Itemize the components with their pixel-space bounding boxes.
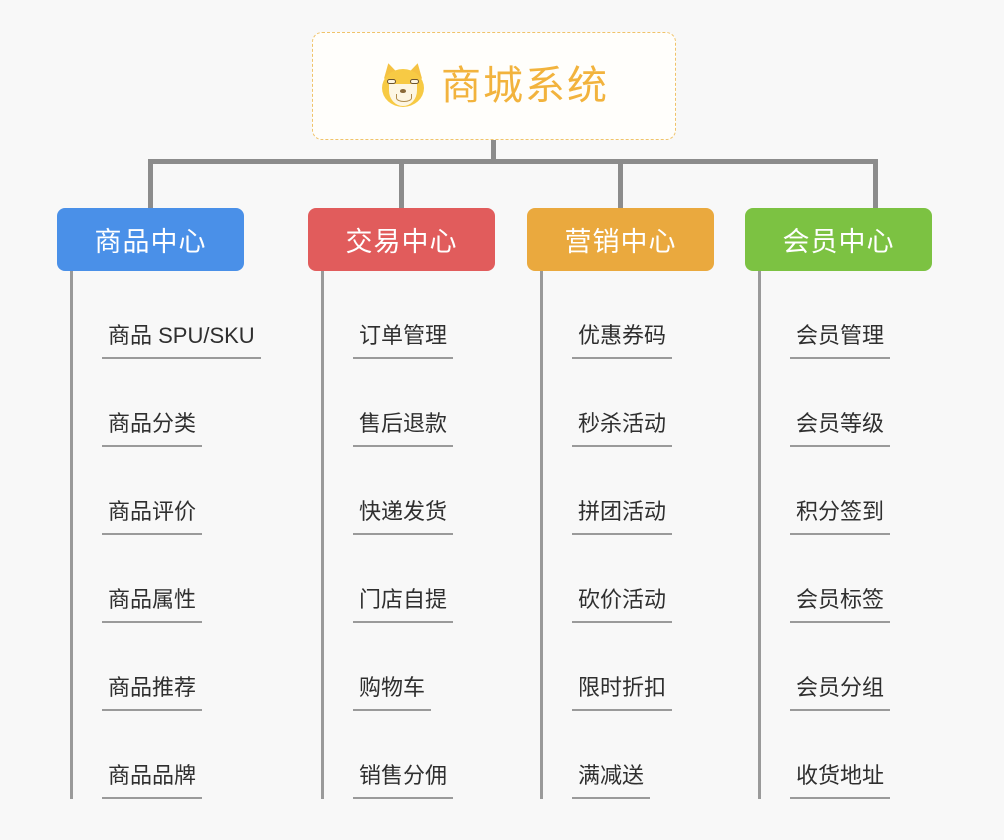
branch-column-1: 商品中心商品 SPU/SKU 商品分类商品评价商品属性商品推荐商品品牌 (57, 208, 261, 799)
leaf-item[interactable]: 秒杀活动 (543, 359, 714, 447)
leaf-item[interactable]: 售后退款 (324, 359, 495, 447)
leaf-item[interactable]: 收货地址 (761, 711, 932, 799)
leaf-item-label: 会员管理 (790, 323, 891, 359)
branch-column-2: 交易中心订单管理售后退款快递发货门店自提购物车销售分佣 (308, 208, 495, 799)
leaf-item-label: 砍价活动 (572, 587, 673, 623)
connector-horizontal-bar (148, 159, 878, 164)
leaf-item[interactable]: 会员管理 (761, 271, 932, 359)
leaf-item-label: 商品属性 (102, 587, 203, 623)
leaf-item[interactable]: 拼团活动 (543, 447, 714, 535)
leaf-item-label: 会员等级 (790, 411, 891, 447)
leaf-item[interactable]: 限时折扣 (543, 623, 714, 711)
leaf-item-label: 快递发货 (353, 499, 454, 535)
leaf-item[interactable]: 会员等级 (761, 359, 932, 447)
leaf-item[interactable]: 商品推荐 (73, 623, 244, 711)
leaf-item-label: 拼团活动 (572, 499, 673, 535)
leaf-item[interactable]: 快递发货 (324, 447, 495, 535)
leaf-item[interactable]: 积分签到 (761, 447, 932, 535)
leaf-item-label: 订单管理 (353, 323, 454, 359)
leaf-item-label: 购物车 (353, 675, 432, 711)
leaf-item-label: 会员标签 (790, 587, 891, 623)
leaf-item-label: 商品推荐 (102, 675, 203, 711)
connector-drop-3 (618, 159, 623, 209)
category-header-3[interactable]: 营销中心 (527, 208, 714, 271)
leaf-item-label: 满减送 (572, 763, 651, 799)
leaf-list-3: 优惠券码秒杀活动拼团活动砍价活动限时折扣满减送 (540, 271, 714, 799)
leaf-list-2: 订单管理售后退款快递发货门店自提购物车销售分佣 (321, 271, 495, 799)
connector-drop-4 (873, 159, 878, 209)
leaf-item[interactable]: 商品属性 (73, 535, 244, 623)
shiba-dog-face-icon (379, 61, 427, 110)
leaf-item-label: 积分签到 (790, 499, 891, 535)
leaf-item-label: 秒杀活动 (572, 411, 673, 447)
leaf-item[interactable]: 商品 SPU/SKU (73, 271, 261, 359)
branch-column-3: 营销中心优惠券码秒杀活动拼团活动砍价活动限时折扣满减送 (527, 208, 714, 799)
connector-drop-1 (148, 159, 153, 209)
connector-drop-2 (399, 159, 404, 209)
leaf-item-label: 售后退款 (353, 411, 454, 447)
leaf-item[interactable]: 购物车 (324, 623, 495, 711)
leaf-item[interactable]: 砍价活动 (543, 535, 714, 623)
leaf-item-label: 收货地址 (790, 763, 891, 799)
leaf-item[interactable]: 订单管理 (324, 271, 495, 359)
root-node[interactable]: 商城系统 (312, 32, 676, 140)
category-header-2[interactable]: 交易中心 (308, 208, 495, 271)
leaf-item[interactable]: 商品品牌 (73, 711, 244, 799)
category-header-1[interactable]: 商品中心 (57, 208, 244, 271)
leaf-list-4: 会员管理会员等级积分签到会员标签会员分组收货地址 (758, 271, 932, 799)
leaf-item-label: 商品品牌 (102, 763, 203, 799)
leaf-item-label: 会员分组 (790, 675, 891, 711)
leaf-item-label: 销售分佣 (353, 763, 454, 799)
leaf-item[interactable]: 门店自提 (324, 535, 495, 623)
root-title: 商城系统 (441, 64, 609, 108)
connector-root-stem (491, 140, 496, 164)
leaf-list-1: 商品 SPU/SKU 商品分类商品评价商品属性商品推荐商品品牌 (70, 271, 261, 799)
category-header-4[interactable]: 会员中心 (745, 208, 932, 271)
leaf-item-label: 商品分类 (102, 411, 203, 447)
leaf-item[interactable]: 商品分类 (73, 359, 244, 447)
leaf-item[interactable]: 优惠券码 (543, 271, 714, 359)
leaf-item-label: 限时折扣 (572, 675, 673, 711)
leaf-item[interactable]: 商品评价 (73, 447, 244, 535)
leaf-item[interactable]: 会员标签 (761, 535, 932, 623)
leaf-item[interactable]: 销售分佣 (324, 711, 495, 799)
leaf-item[interactable]: 会员分组 (761, 623, 932, 711)
leaf-item[interactable]: 满减送 (543, 711, 714, 799)
leaf-item-label: 商品 SPU/SKU (102, 323, 261, 359)
leaf-item-label: 门店自提 (353, 587, 454, 623)
leaf-item-label: 优惠券码 (572, 323, 673, 359)
branch-column-4: 会员中心会员管理会员等级积分签到会员标签会员分组收货地址 (745, 208, 932, 799)
leaf-item-label: 商品评价 (102, 499, 203, 535)
